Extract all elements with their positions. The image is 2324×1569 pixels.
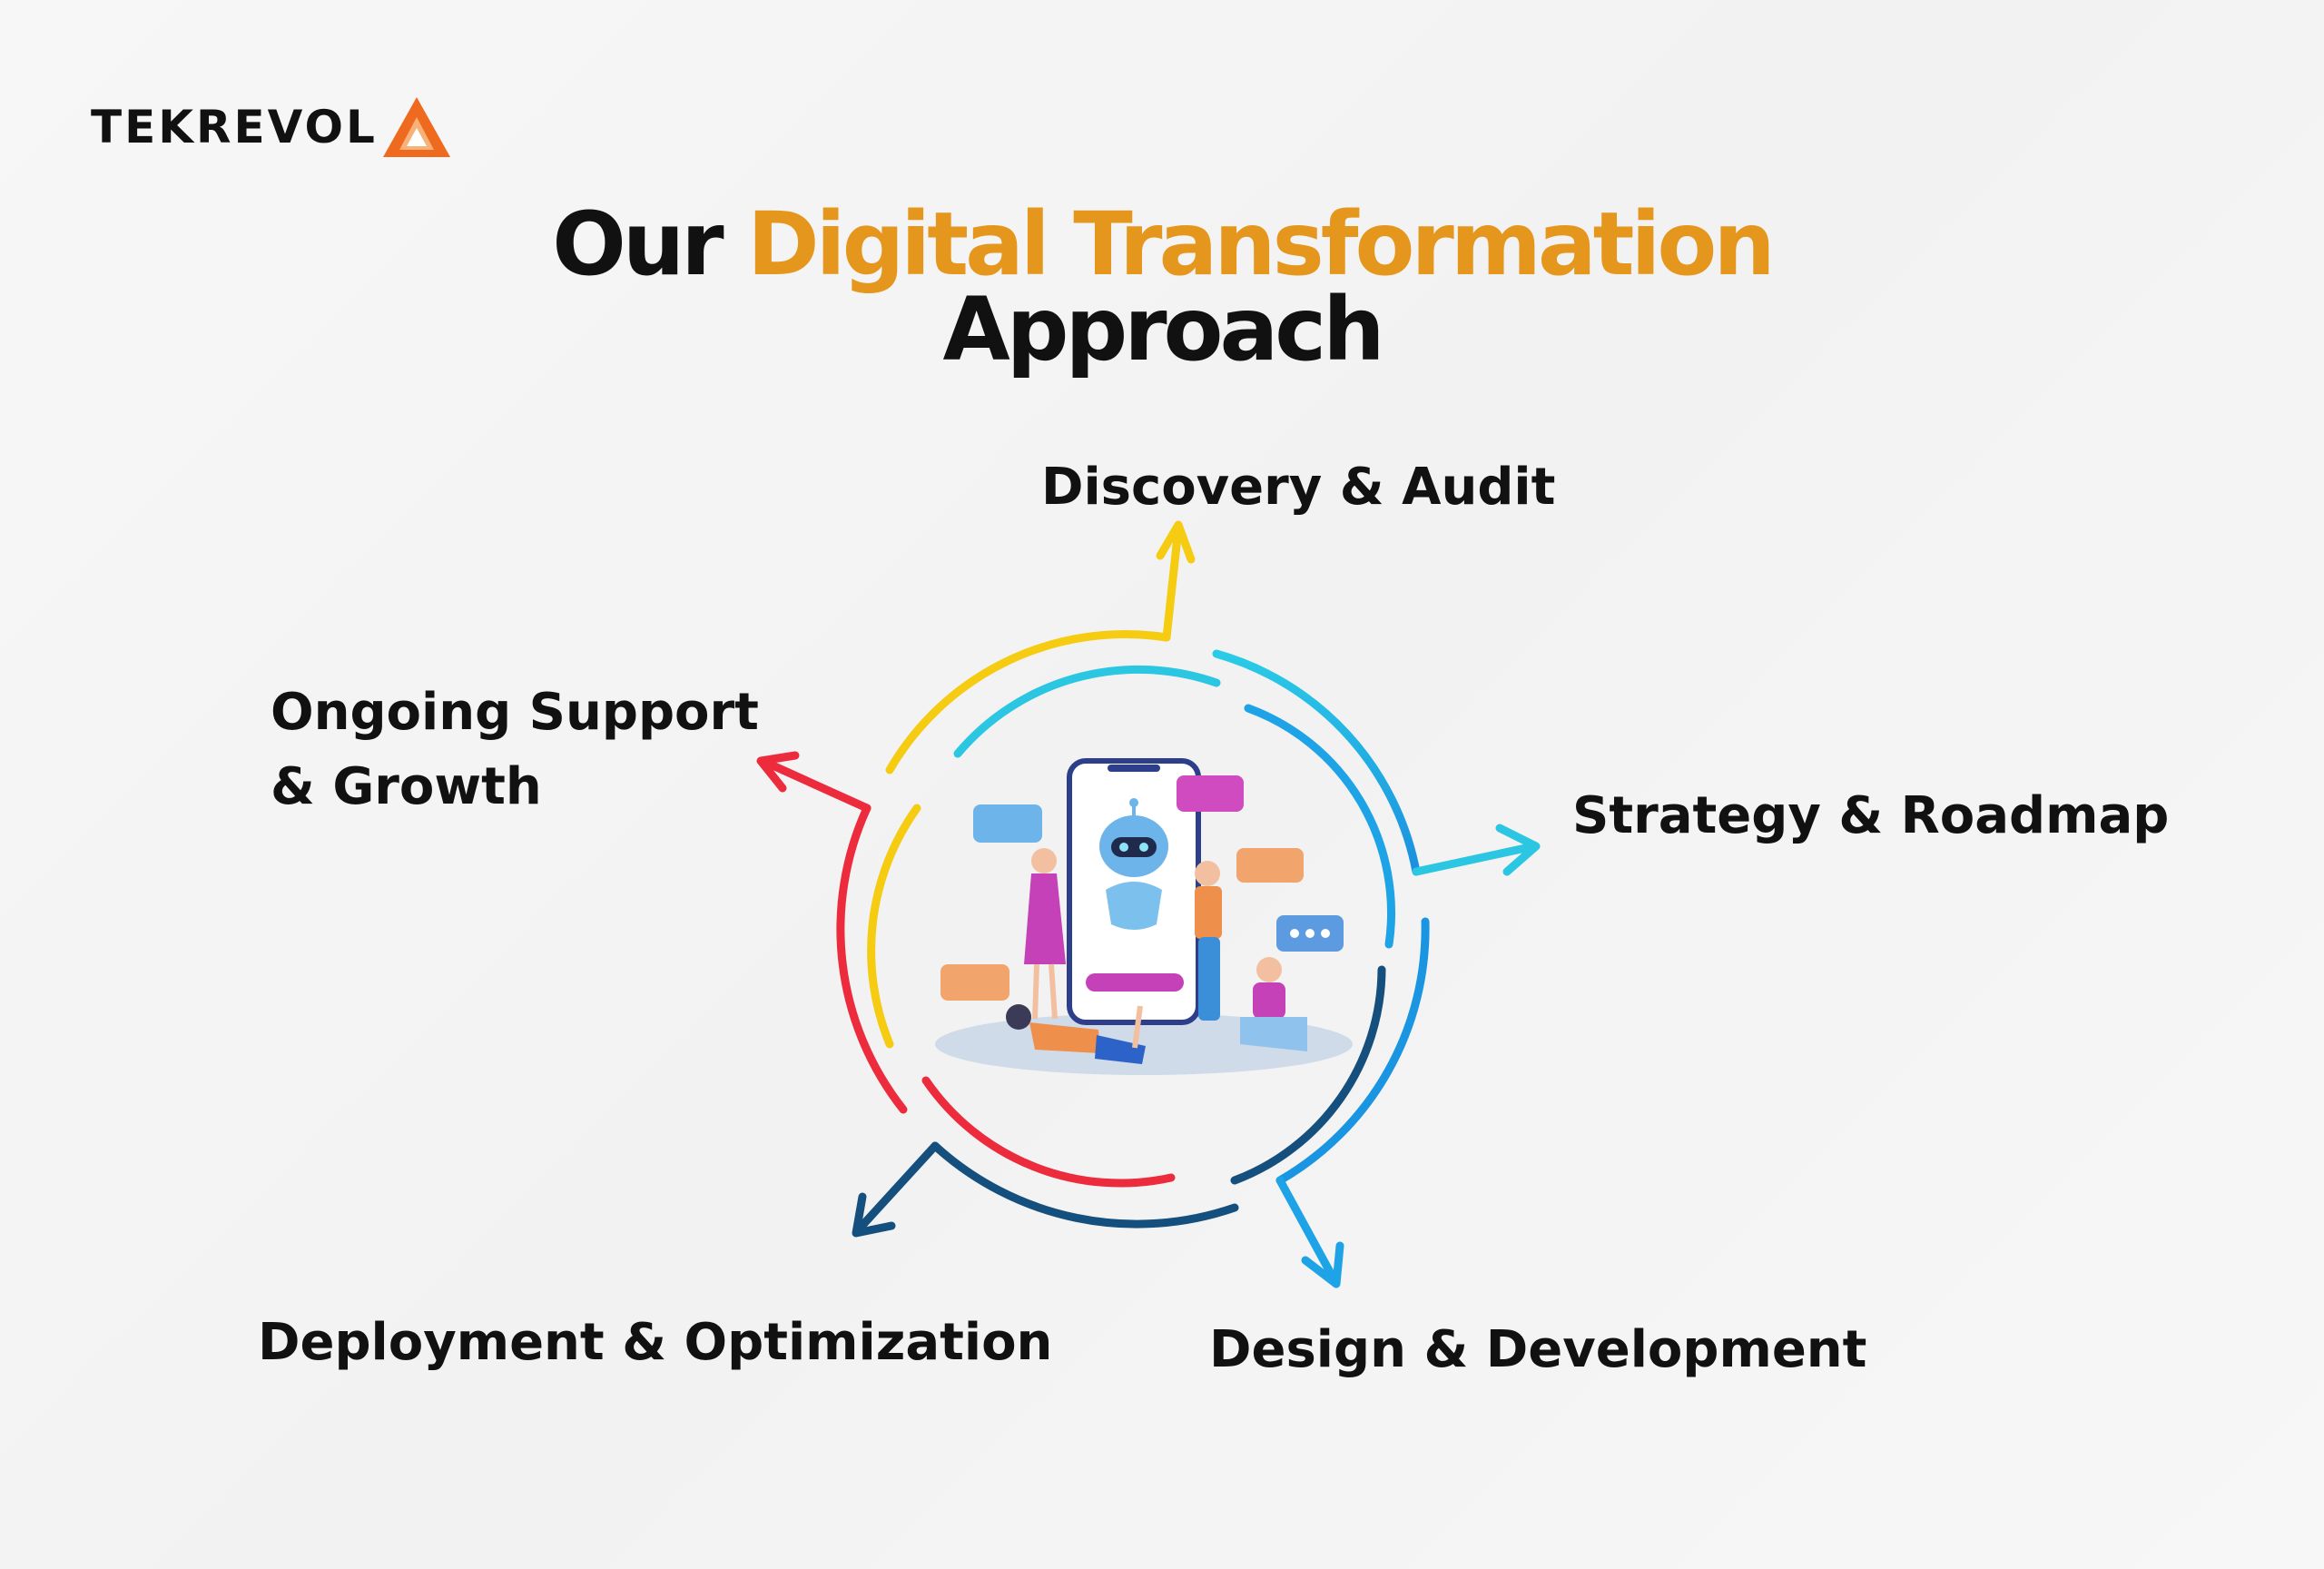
stage-label-design: Design & Development	[1209, 1320, 1867, 1379]
stage-label-deployment: Deployment & Optimization	[258, 1313, 1053, 1372]
stage-arc-discovery	[867, 520, 1196, 1049]
stage-label-support: Ongoing Support & Growth	[271, 676, 815, 824]
stage-arc-design	[1244, 704, 1430, 1288]
title-prefix: Our	[552, 193, 724, 295]
page-title: Our Digital Transformation Approach	[0, 201, 2324, 380]
title-line-2: Approach	[942, 279, 1384, 380]
stage-arc-deployment	[852, 965, 1386, 1238]
brand-logo: TEKREVOL	[91, 91, 452, 163]
stage-arc-support	[756, 751, 1176, 1188]
stage-label-discovery: Discovery & Audit	[1041, 458, 1556, 517]
chatbot-phone-illustration	[935, 758, 1353, 1075]
title-highlight: Digital Transformation	[746, 193, 1776, 295]
stage-arc-strategy	[953, 649, 1541, 876]
brand-name: TEKREVOL	[91, 101, 378, 153]
triangle-logo-icon	[382, 97, 450, 157]
stage-label-strategy: Strategy & Roadmap	[1572, 786, 2170, 845]
stage-label-support-text: Ongoing Support & Growth	[271, 683, 759, 816]
